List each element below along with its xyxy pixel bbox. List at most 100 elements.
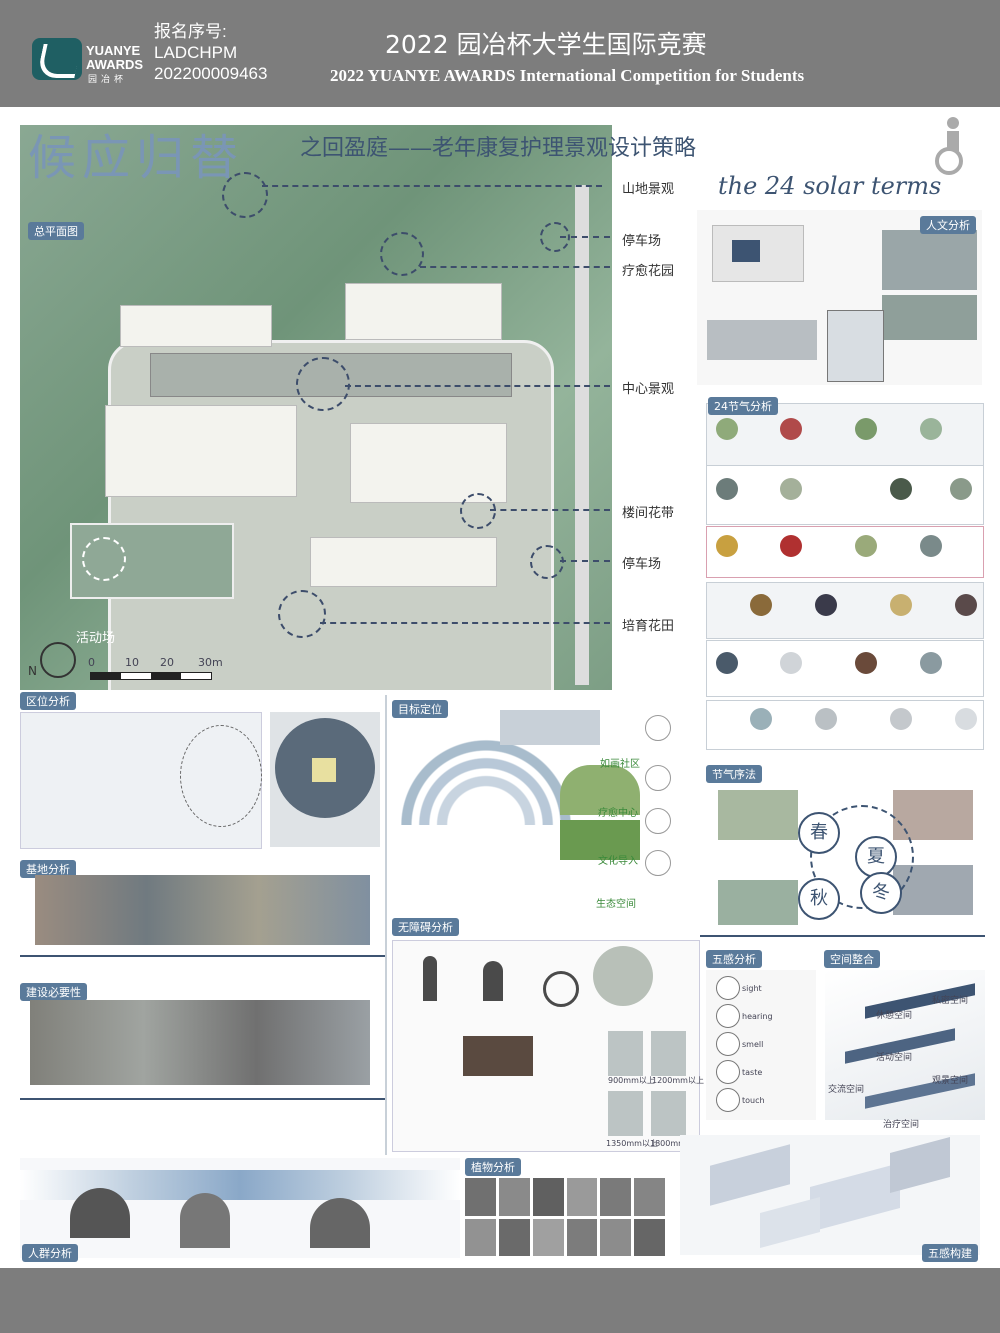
callout-line [560,560,610,562]
solar-term-icon [780,478,802,500]
accessibility-panel [392,940,700,1152]
callout-parking-2: 停车场 [618,552,666,573]
scale-30m: 30m [198,656,223,669]
callout-line [560,236,610,238]
tag-ecology: 生态空间 [596,899,636,910]
callout-line [262,185,602,187]
solar-term-icon [780,418,802,440]
solar-term-icon [716,535,738,557]
base-photos [35,875,370,945]
wheelchair-icon [925,115,975,175]
plant-grid [465,1178,665,1256]
five-structure-panel [680,1135,980,1255]
accessibility-tag: 无障碍分析 [392,918,459,936]
dim-900: 900mm以上 [608,1076,655,1085]
solar-term-icon [955,708,977,730]
ring-mask [396,825,576,917]
poster-subtitle-en: the 24 solar terms [718,172,942,200]
plan-label: 总平面图 [28,222,84,240]
solar-term-icon [920,535,942,557]
solar-term-icon [950,478,972,500]
sense-taste: taste [742,1068,763,1077]
building [350,423,507,503]
divider [700,935,985,937]
solar-term-icon [815,708,837,730]
plant-photo [532,1218,564,1256]
building [310,537,497,587]
dim-1800: 1800mm以上 [650,1139,702,1148]
base-tag: 基地分析 [20,860,76,878]
space-exchange: 交流空间 [828,1085,865,1095]
space-activity: 活动空间 [876,1053,913,1063]
path-plan [651,1091,686,1136]
plant-photo [566,1178,598,1216]
location-circle [180,725,262,827]
solar-term-icon [855,652,877,674]
photo [882,295,977,340]
hand-icon [716,1088,740,1112]
header-bar [0,0,1000,107]
solar-term-icon [716,418,738,440]
divider [385,695,387,1155]
wheelchair-figure [543,971,579,1007]
callout-circle [296,357,350,411]
solar-term-icon [716,652,738,674]
solar-row [706,640,984,697]
tag-culture: 文化导入 [598,856,638,867]
callout-circle [380,232,424,276]
plant-photo [634,1178,665,1216]
brand-line1: YUANYE [86,43,141,58]
dim-1350: 1350mm以上 [606,1139,658,1148]
necessity-tag: 建设必要性 [20,983,87,1001]
nose-icon [716,1032,740,1056]
brand-cn: 园冶杯 [88,75,128,85]
timeline [20,1098,385,1100]
season-spring: 春 [798,812,840,854]
scale-0: 0 [88,656,95,669]
location-tag: 区位分析 [20,692,76,710]
season-scene [718,790,798,840]
person-figure [423,956,437,1001]
tag-community: 如画社区 [600,759,640,770]
photo [882,230,977,290]
poster-title-2: 之回盈庭——老年康复护理景观设计策略 [300,136,697,161]
sense-touch: touch [742,1096,765,1105]
logo-mark-icon [36,44,82,78]
sprout-icon [645,850,671,876]
sense-sight: sight [742,984,762,993]
umbrella-icon [645,765,671,791]
awards-logo [32,38,82,80]
season-autumn: 秋 [798,878,840,920]
callout-line [345,385,610,387]
solar-row [706,700,984,750]
callout-mountain: 山地景观 [618,177,679,198]
site-marker [312,758,336,782]
city-illustration [500,710,600,745]
solar-term-icon [920,418,942,440]
solar-term-icon [855,418,877,440]
solar-term-icon [890,594,912,616]
solar-term-icon [855,535,877,557]
solar-term-icon [955,594,977,616]
reg-number: 202200009463 [154,64,268,83]
iso-block [890,1136,950,1194]
sense-hearing: hearing [742,1012,773,1021]
iso-block [810,1162,900,1233]
positioning-tag: 目标定位 [392,700,448,718]
crowd-tag: 人群分析 [22,1244,78,1262]
space-tag: 空间整合 [824,950,880,968]
solar-term-icon [780,652,802,674]
callout-circle [82,537,126,581]
solar-term-icon [750,708,772,730]
space-private: 私密空间 [932,996,969,1006]
crowd-panel [20,1158,460,1258]
brand-line2: AWARDS [86,57,144,72]
callout-circle [460,493,496,529]
five-senses-tag: 五感分析 [706,950,762,968]
road [575,185,589,685]
plant-photo [532,1178,564,1216]
sense-smell: smell [742,1040,764,1049]
season-winter: 冬 [860,872,902,914]
callout-circle [530,545,564,579]
footer-bar [0,1268,1000,1333]
